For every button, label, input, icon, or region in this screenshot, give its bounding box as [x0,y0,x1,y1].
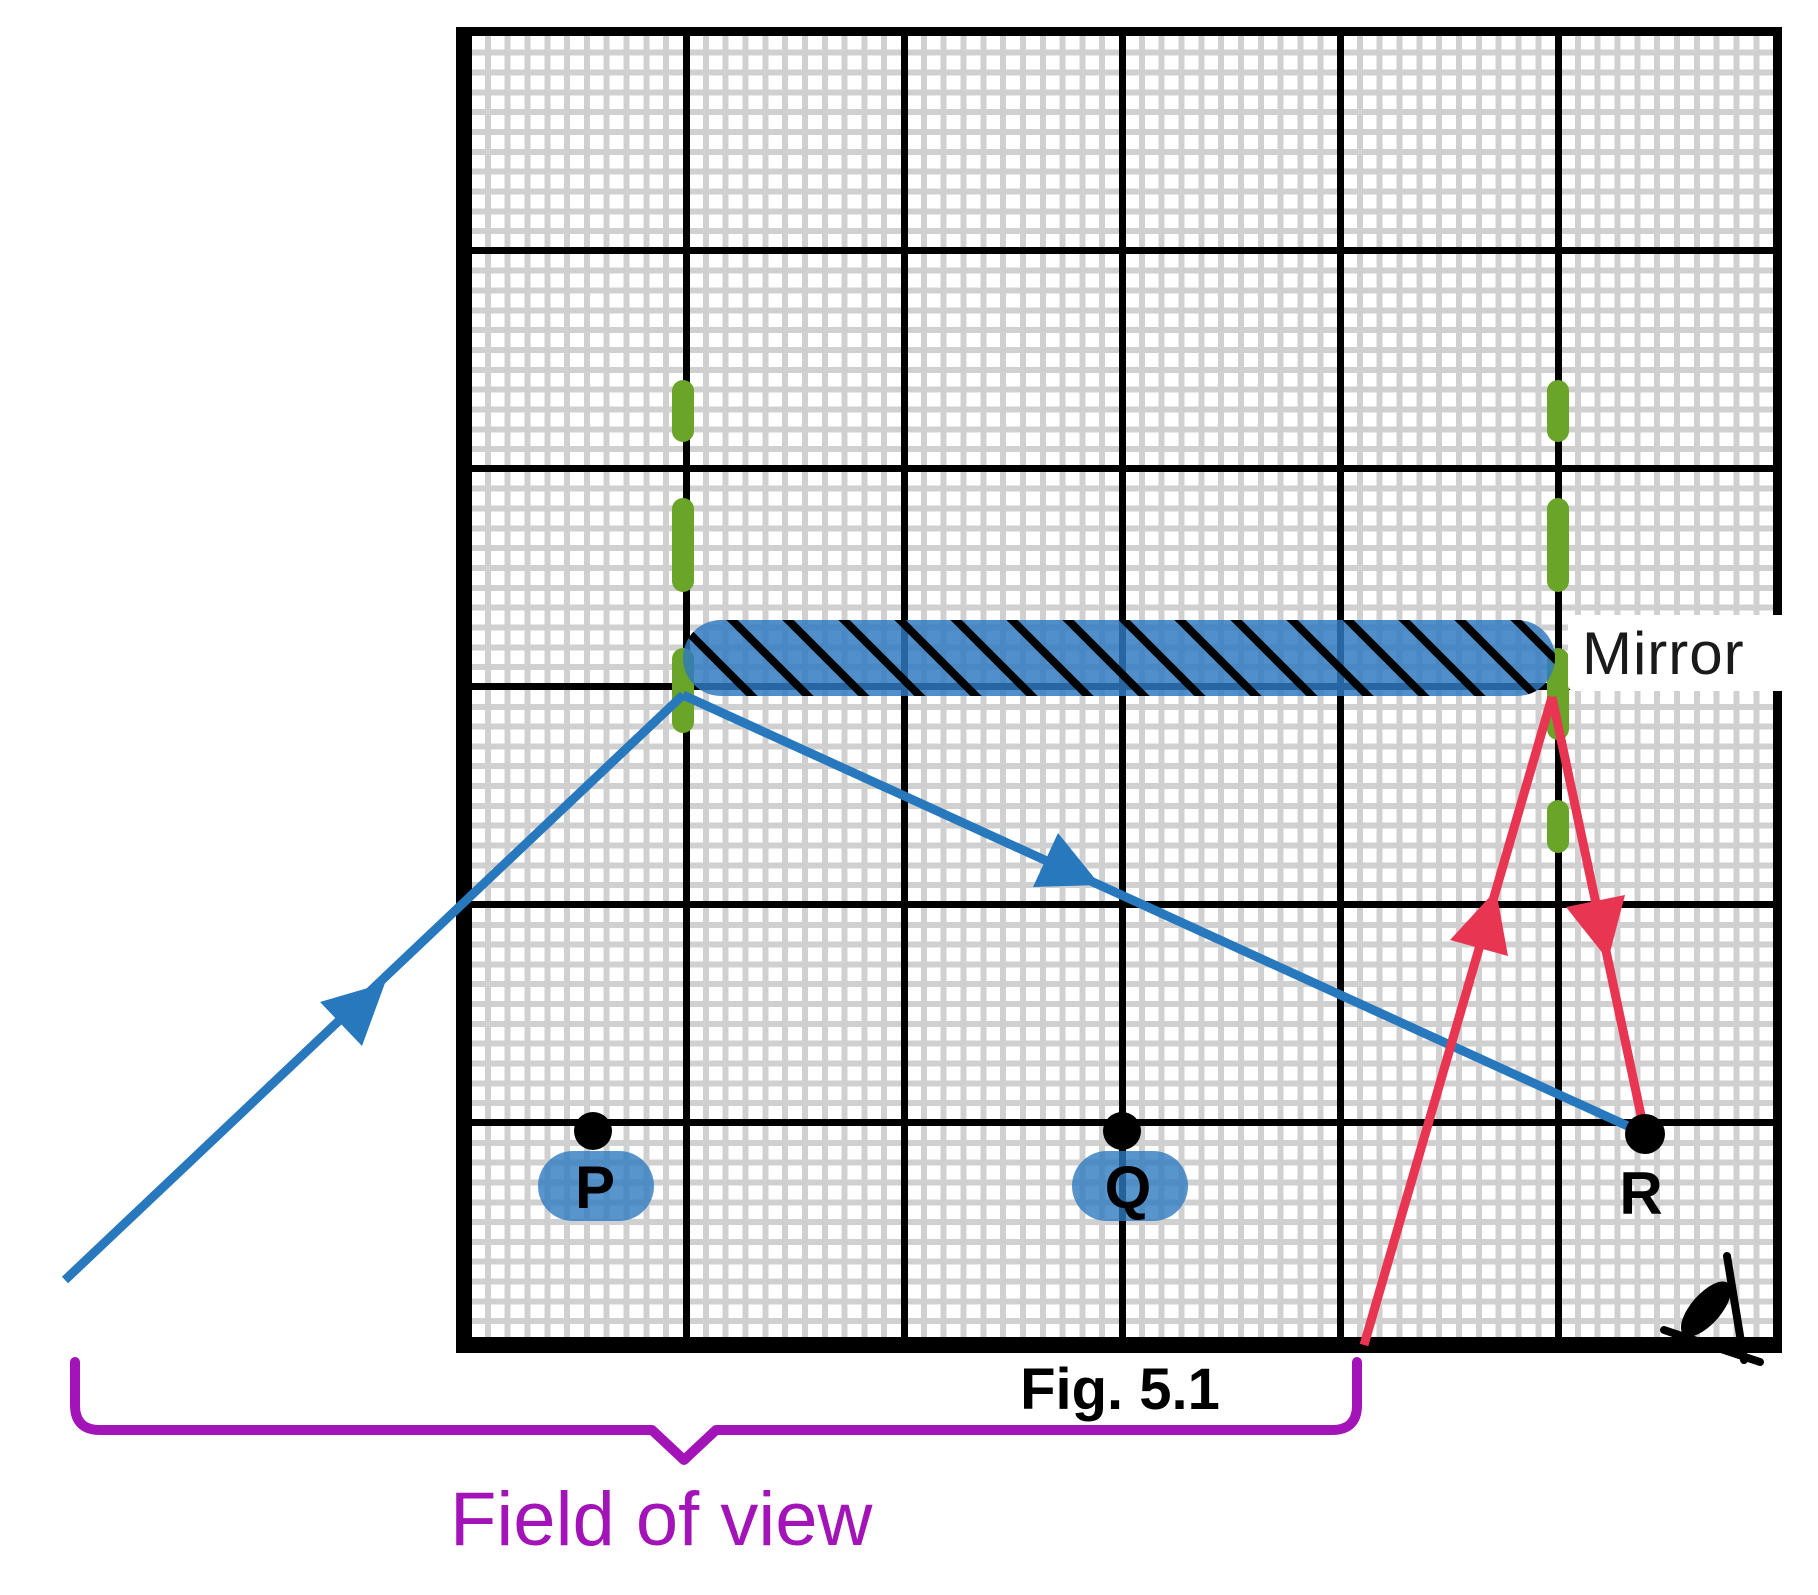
eye-icon [1660,1252,1764,1366]
person-Q-icon [1072,1151,1188,1221]
point-Q-label: Q [1104,1154,1152,1221]
red-ray-to-mirror [1359,695,1557,1347]
red-ray-arrowhead-down [1566,895,1625,960]
point-Q-dot [1103,1112,1141,1150]
point-R-label: R [1619,1160,1663,1227]
point-P-dot [574,1112,612,1150]
point-P-label: P [574,1154,616,1221]
point-R-dot [1625,1114,1665,1154]
red-ray-arrowhead-up [1450,890,1508,956]
blue-ray-arrowhead-reflected [1033,833,1100,887]
blue-ray-reflected [681,690,1645,1138]
field-of-view-brace [70,1357,1362,1465]
mirror-label: Mirror [1568,615,1800,691]
blue-ray-arrowhead-incident [320,983,385,1046]
mirror-label-text: Mirror [1582,619,1745,687]
person-P-icon [538,1151,654,1221]
figure-caption: Fig. 5.1 [1020,1357,1220,1422]
field-of-view-label: Field of view [450,1477,873,1562]
mirror-hatching [683,620,1555,696]
